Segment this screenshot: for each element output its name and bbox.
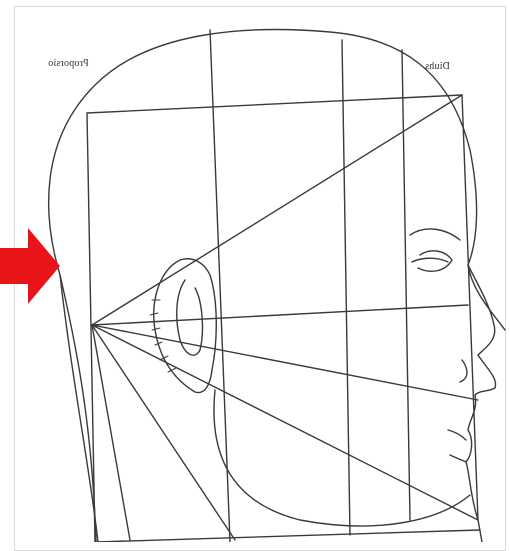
grid-vertical-3: [402, 50, 410, 520]
label-proporsio: Proporsio: [48, 58, 89, 69]
jaw-line: [214, 390, 470, 526]
grid-bottom: [96, 530, 480, 542]
eye-lid: [412, 258, 448, 262]
chin-detail: [450, 455, 466, 462]
diagonal-steep: [92, 325, 130, 540]
diagonal-bottom: [92, 325, 478, 520]
diagonal-mid: [92, 325, 478, 400]
grid-mid-horizontal: [92, 305, 468, 325]
label-diuhs: Diuhs: [425, 61, 450, 72]
grid-vertical-2: [342, 40, 350, 535]
mouth: [448, 430, 466, 440]
grid-top: [87, 95, 462, 113]
eyebrow: [410, 229, 460, 240]
nostril: [460, 360, 467, 382]
